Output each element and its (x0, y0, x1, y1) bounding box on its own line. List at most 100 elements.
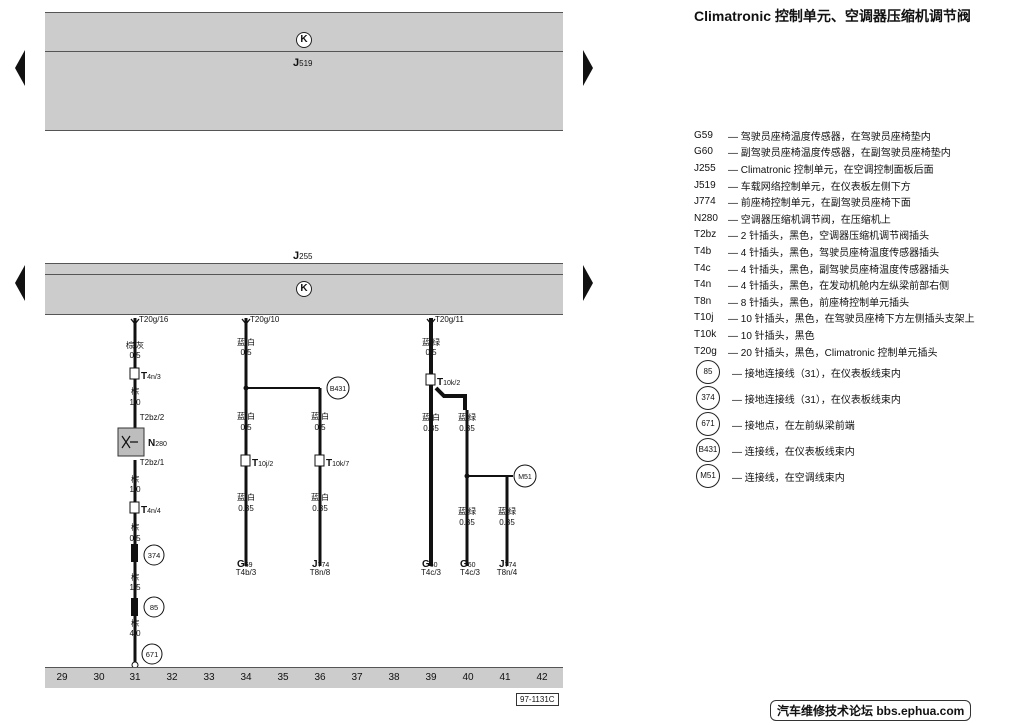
legend-item: T10j— 10 针插头，黑色，在驾驶员座椅下方左侧插头支架上 (694, 312, 975, 326)
legend-item: J255— Climatronic 控制单元，在空调控制面板后面 (694, 162, 934, 176)
wire-color-label: 棕 (131, 474, 139, 484)
wire-color-label: 蓝/白 (237, 337, 255, 347)
wire-color-label: 棕 (131, 618, 139, 628)
legend-badge-item: 374— 接地连接线（31），在仪表板线束内 (694, 385, 1024, 411)
ruler-number: 34 (240, 672, 252, 683)
ground-374-label: 374 (148, 551, 161, 560)
wire-color-label: 蓝/绿 (458, 506, 476, 516)
connection-b431-label: B431 (330, 386, 346, 393)
legend-item: J519— 车载网络控制单元，在仪表板左侧下方 (694, 179, 911, 193)
legend-item: T8n— 8 针插头，黑色，前座椅控制单元插头 (694, 295, 910, 309)
ruler-number: 42 (536, 672, 548, 683)
prev-page-arrow-top[interactable] (15, 50, 25, 86)
wire-color-label: 棕 (131, 386, 139, 396)
connector-t4n-4: T4n/4 (141, 505, 161, 516)
g60-connector: T4c/3 (421, 568, 442, 577)
connector-t20g-11: T20g/11 (435, 315, 464, 324)
connector-t10k-7: T10k/7 (326, 458, 349, 469)
wire-color-label: 蓝/白 (311, 411, 329, 421)
wire-size-label: 0.5 (314, 423, 326, 432)
legend-item: T4c— 4 针插头，黑色，副驾驶员座椅温度传感器插头 (694, 262, 950, 276)
connector-t2bz-1: T2bz/1 (140, 458, 165, 467)
wire-size-label: 1.0 (129, 398, 141, 407)
ruler-number: 39 (425, 672, 437, 683)
wire-color-label: 棕/灰 (126, 340, 144, 350)
wire-color-label: 蓝/白 (237, 492, 255, 502)
legend-badge-item: M51— 连接线，在空调线束内 (694, 463, 1024, 489)
legend-item: G59— 驾驶员座椅温度传感器，在驾驶员座椅垫内 (694, 129, 931, 143)
g60-label: G60 (460, 559, 476, 570)
wire-size-label: 0.5 (129, 351, 141, 360)
wire-color-label: 棕 (131, 522, 139, 532)
wire-color-label: 棕 (131, 572, 139, 582)
wire-color-label: 蓝/绿 (458, 412, 476, 422)
wire-color-label: 蓝/白 (237, 411, 255, 421)
ruler-number: 35 (277, 672, 289, 683)
wire-size-label: 0.5 (129, 534, 141, 543)
legend-item: T4b— 4 针插头，黑色，驾驶员座椅温度传感器插头 (694, 245, 940, 259)
wire-size-label: 0.35 (459, 424, 475, 433)
connector-t4n-3: T4n/3 (141, 371, 161, 382)
wire-size-label: 1.5 (129, 583, 141, 592)
k-diagnostic-symbol: K (296, 32, 312, 48)
wire-color-label: 蓝/绿 (498, 506, 516, 516)
legend-item: T20g— 20 针插头，黑色，Climatronic 控制单元插头 (694, 345, 938, 359)
g59-connector: T4b/3 (236, 568, 257, 577)
wire-color-label: 蓝/白 (311, 492, 329, 502)
page-title: Climatronic 控制单元、空调器压缩机调节阀 (694, 8, 971, 24)
ruler-number: 38 (388, 672, 400, 683)
legend-badge-item: 85— 接地连接线（31），在仪表板线束内 (694, 359, 1024, 385)
legend-item: G60— 副驾驶员座椅温度传感器，在副驾驶员座椅垫内 (694, 146, 951, 160)
circuit-number-ruler: 29 30 31 32 33 34 35 36 37 38 39 40 41 4… (45, 667, 563, 688)
g60-label: G60 (422, 559, 438, 570)
control-unit-j519: K J519 (45, 12, 563, 131)
ruler-number: 37 (351, 672, 363, 683)
legend-item: T4n— 4 针插头，黑色，在发动机舱内左纵梁前部右侧 (694, 279, 950, 293)
legend-badge-item: B431— 连接线，在仪表板线束内 (694, 437, 1024, 463)
j519-label: J519 (293, 57, 313, 69)
g60-connector: T4c/3 (460, 568, 481, 577)
connector-t10j-2: T10j/2 (252, 458, 273, 469)
j255-label: J255 (293, 250, 313, 262)
n280-label: N280 (148, 438, 167, 449)
wire-size-label: 1.0 (129, 485, 141, 494)
ground-85-label: 85 (150, 603, 158, 612)
legend-item: J774— 前座椅控制单元，在副驾驶员座椅下面 (694, 196, 911, 210)
next-page-arrow-mid[interactable] (583, 265, 593, 301)
wire-size-label: 0.35 (312, 504, 328, 513)
ruler-number: 41 (499, 672, 511, 683)
wire-size-label: 0.5 (240, 423, 252, 432)
wire-size-label: 0.35 (459, 518, 475, 527)
ruler-number: 31 (129, 672, 141, 683)
wiring-diagram: T20g/16 T20g/10 T20g/11 棕/灰 0.5 棕 1.0 T2… (117, 315, 537, 667)
wire-size-label: 0.35 (423, 424, 439, 433)
legend-item: T2bz— 2 针插头，黑色，空调器压缩机调节阀插头 (694, 229, 930, 243)
ruler-number: 30 (93, 672, 105, 683)
j774-connector: T8n/4 (497, 568, 518, 577)
connector-t10k-2: T10k/2 (437, 377, 460, 388)
j774-connector: T8n/8 (310, 568, 331, 577)
ruler-number: 29 (56, 672, 68, 683)
connector-t20g-10: T20g/10 (250, 315, 280, 324)
document-number: 97-1131C (516, 693, 559, 706)
connector-t20g-16: T20g/16 (139, 315, 169, 324)
legend-badge-item: 671— 接地点，在左前纵梁前端 (694, 411, 1024, 437)
ground-671-label: 671 (146, 650, 159, 659)
wire-size-label: 0.35 (238, 504, 254, 513)
watermark: 汽车维修技术论坛 bbs.ephua.com (770, 700, 972, 721)
prev-page-arrow-mid[interactable] (15, 265, 25, 301)
connector-t2bz-2: T2bz/2 (140, 413, 165, 422)
legend-item: T10k— 10 针插头，黑色 (694, 328, 815, 342)
connection-m51-label: M51 (518, 474, 532, 481)
ruler-number: 40 (462, 672, 474, 683)
next-page-arrow-top[interactable] (583, 50, 593, 86)
wire-size-label: 0.35 (499, 518, 515, 527)
ruler-number: 36 (314, 672, 326, 683)
j774-label: J774 (499, 559, 516, 570)
wire-size-label: 4.0 (129, 629, 141, 638)
legend: G59— 驾驶员座椅温度传感器，在驾驶员座椅垫内 G60— 副驾驶员座椅温度传感… (694, 127, 1024, 489)
ruler-number: 33 (203, 672, 215, 683)
wire-color-label: 蓝/绿 (422, 337, 440, 347)
wire-color-label: 蓝/白 (422, 412, 440, 422)
ruler-number: 32 (166, 672, 178, 683)
